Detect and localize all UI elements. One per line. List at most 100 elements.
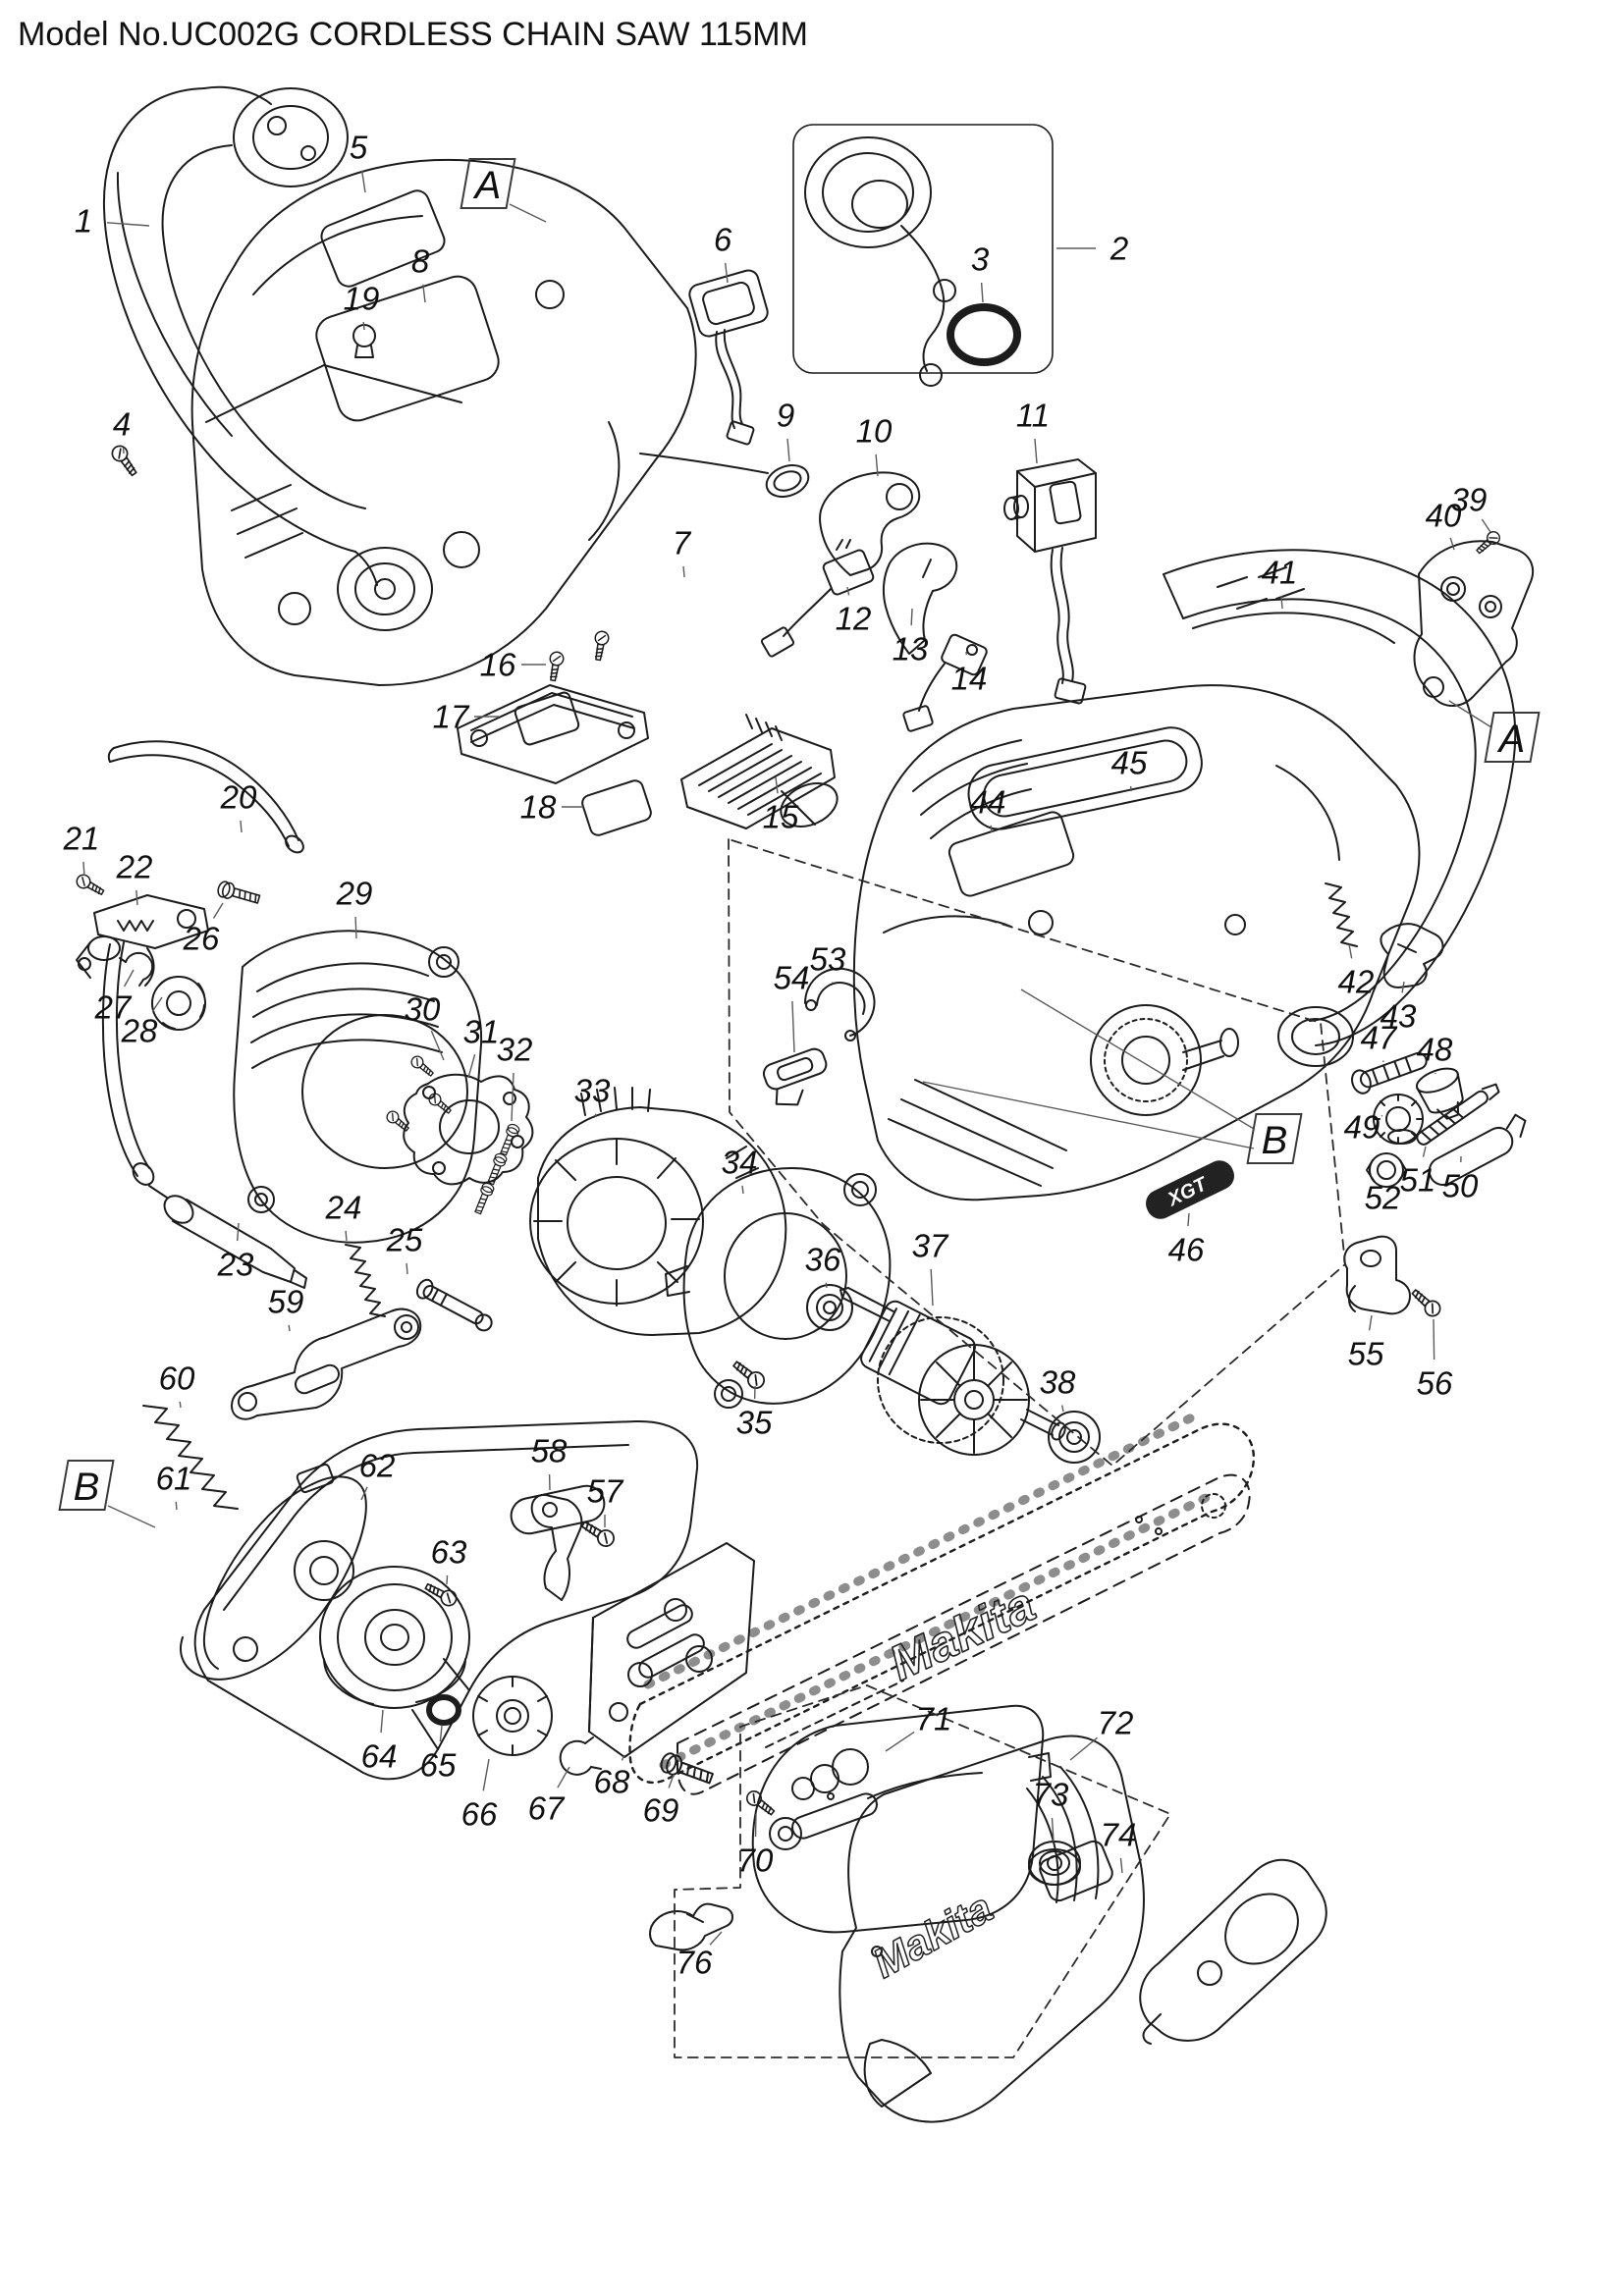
part-number-57: 57 [587, 1473, 624, 1510]
part-sketch-fan-cover [665, 1167, 892, 1409]
part-sketch-screw-16b [590, 629, 611, 663]
callout-18: 18 [520, 789, 583, 826]
callout-42: 42 [1338, 943, 1374, 1000]
callout-58: 58 [531, 1433, 568, 1491]
section-marker-a-1: A [1448, 700, 1541, 763]
callout-48: 48 [1417, 1032, 1453, 1075]
part-number-10: 10 [856, 413, 893, 450]
part-sketch-sprocket [472, 1676, 553, 1756]
callout-32: 32 [497, 1032, 533, 1122]
part-sketch-lead-wire [639, 453, 810, 498]
section-letter-A: A [1497, 718, 1526, 761]
part-sketch-clip-54 [762, 1047, 828, 1106]
callout-28: 28 [121, 996, 163, 1049]
part-number-32: 32 [497, 1032, 533, 1068]
callout-43: 43 [1380, 981, 1417, 1035]
part-number-74: 74 [1101, 1817, 1137, 1853]
part-sketch-label-44 [947, 811, 1075, 897]
part-sketch-guard-bracket [1413, 540, 1535, 707]
part-number-53: 53 [810, 941, 846, 978]
part-sketch-screw-51 [1416, 1083, 1500, 1146]
part-sketch-brake-band [180, 1463, 367, 1681]
callout-6: 6 [714, 222, 732, 284]
callout-9: 9 [777, 398, 794, 462]
part-number-46: 46 [1168, 1232, 1205, 1268]
callout-70: 70 [737, 1813, 774, 1879]
part-number-56: 56 [1417, 1365, 1453, 1402]
part-number-44: 44 [970, 784, 1006, 821]
part-sketch-clutch-drum [319, 1566, 470, 1709]
part-sketch-sprocket-guard-plate [588, 1542, 755, 1758]
callout-52: 52 [1365, 1173, 1401, 1216]
part-sketch-lever-50 [1428, 1113, 1527, 1187]
part-number-66: 66 [461, 1796, 498, 1833]
part-number-41: 41 [1262, 555, 1298, 591]
part-number-2: 2 [1110, 231, 1128, 267]
part-number-47: 47 [1361, 1020, 1398, 1056]
part-number-15: 15 [763, 799, 799, 835]
part-sketch-name-plate [320, 189, 446, 288]
callout-12: 12 [836, 586, 871, 637]
part-sketch-spring-42 [1325, 882, 1358, 947]
part-number-54: 54 [774, 960, 810, 996]
callout-11: 11 [1016, 398, 1050, 464]
part-number-69: 69 [643, 1792, 679, 1829]
part-sketch-screw-35 [729, 1357, 769, 1393]
callout-22: 22 [116, 849, 153, 906]
part-sketch-bolt-32a [497, 1122, 521, 1157]
part-number-22: 22 [116, 849, 153, 885]
part-sketch-lock-off-lever [818, 471, 921, 576]
callout-66: 66 [461, 1758, 498, 1833]
part-number-39: 39 [1451, 482, 1488, 518]
part-number-16: 16 [480, 647, 516, 683]
callout-27: 27 [94, 969, 135, 1026]
callout-41: 41 [1262, 555, 1298, 610]
part-number-51: 51 [1400, 1162, 1436, 1199]
part-sketch-bracket-55 [1343, 1235, 1411, 1315]
part-sketch-pin-25 [415, 1278, 493, 1332]
callout-54: 54 [774, 960, 810, 1053]
part-sketch-guard-housing [193, 1419, 699, 1781]
callout-46: 46 [1168, 1212, 1205, 1268]
callout-35: 35 [736, 1385, 773, 1441]
part-number-40: 40 [1426, 498, 1462, 534]
part-sketch-oil-tube-lower [101, 941, 307, 1289]
callout-45: 45 [1111, 745, 1148, 792]
callout-44: 44 [970, 784, 1006, 833]
page-title: Model No.UC002G CORDLESS CHAIN SAW 115MM [18, 16, 808, 53]
part-number-25: 25 [386, 1222, 423, 1258]
callout-55: 55 [1348, 1314, 1384, 1372]
part-number-23: 23 [217, 1247, 254, 1283]
part-number-27: 27 [94, 989, 133, 1026]
part-number-48: 48 [1417, 1032, 1453, 1068]
part-sketch-screw-30a [408, 1053, 437, 1080]
part-sketch-lever-76 [649, 1902, 733, 1951]
part-number-68: 68 [594, 1764, 630, 1800]
part-sketch-screw-56 [1408, 1285, 1444, 1320]
part-sketch-hook-43 [1380, 923, 1444, 988]
callout-2: 2 [1056, 231, 1128, 267]
part-sketch-chain-catcher [530, 1494, 583, 1601]
part-sketch-screw-57 [577, 1516, 619, 1551]
section-letter-B: B [1262, 1119, 1288, 1162]
part-sketch-trigger-switch [1003, 458, 1097, 705]
part-number-35: 35 [736, 1405, 773, 1441]
part-sketch-o-ring-65 [426, 1694, 461, 1726]
part-number-70: 70 [737, 1842, 774, 1879]
part-sketch-cushion-ring [151, 976, 206, 1031]
callout-5: 5 [350, 130, 368, 193]
callout-30: 30 [405, 991, 445, 1061]
callout-61: 61 [156, 1461, 191, 1511]
callout-57: 57 [587, 1473, 624, 1527]
part-sketch-oil-pump [76, 894, 209, 987]
callout-67: 67 [528, 1766, 570, 1827]
section-marker-a-0: A [460, 158, 547, 223]
callout-63: 63 [431, 1534, 467, 1585]
part-sketch-bolt-69 [658, 1750, 716, 1789]
part-number-52: 52 [1365, 1180, 1401, 1216]
part-number-45: 45 [1111, 745, 1148, 781]
callout-49: 49 [1344, 1109, 1383, 1146]
part-number-9: 9 [777, 398, 794, 434]
